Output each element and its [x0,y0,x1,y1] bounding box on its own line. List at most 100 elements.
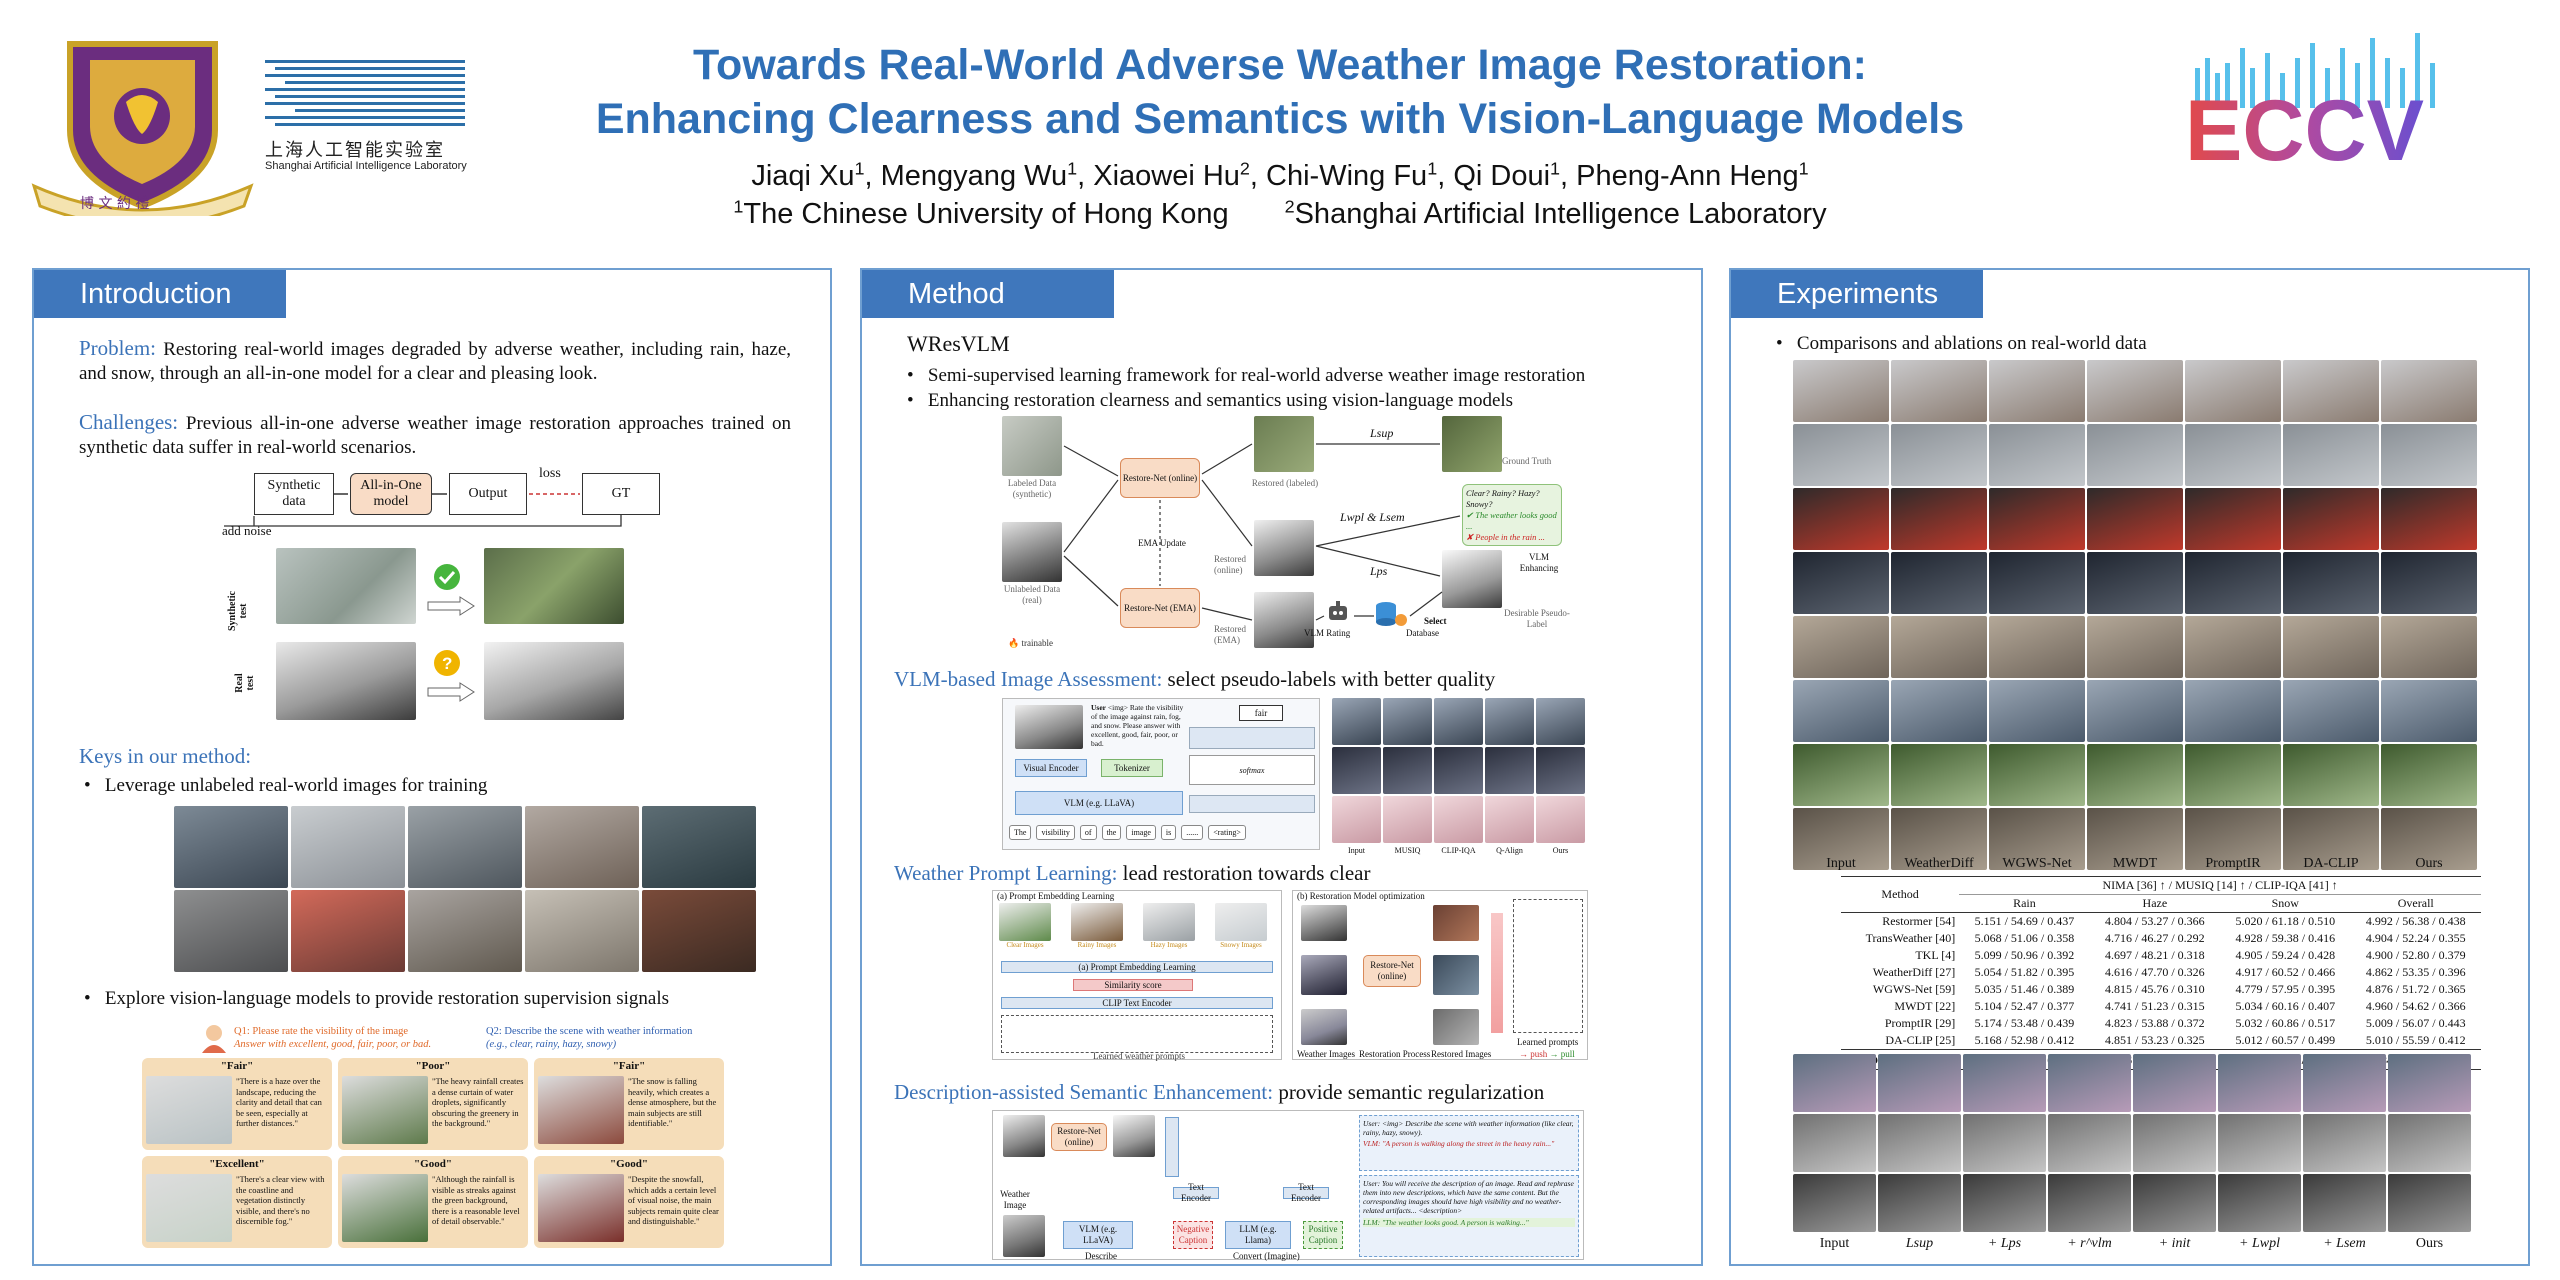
table-cell-method: PromptIR [29] [1884,1016,1956,1030]
assessment-answer: fair [1239,705,1283,721]
token-chip: of [1079,825,1097,840]
restored-labeled-label: Restored (labeled) [1251,478,1319,488]
group-header: Haze [2089,894,2221,913]
challenges-label: Challenges: [79,410,179,434]
ablation-image [2133,1174,2216,1232]
question-icon: ? [434,650,460,676]
comparison-image [2283,744,2379,806]
vlm-rating-card: "Fair""The snow is falling heavily, whic… [534,1058,724,1150]
token-chip: The [1009,825,1032,840]
comparison-image [2087,680,2183,742]
flow-all-in-one-model: All-in-One model [350,473,432,515]
q1-label: Q1: [234,1026,250,1037]
rating-label: "Poor" [415,1060,451,1072]
sec3-text: provide semantic regularization [1278,1080,1545,1104]
flow-synthetic-data: Synthetic data [254,473,334,515]
comparison-image [2381,744,2477,806]
ablation-image [1878,1174,1961,1232]
labeled-image [1002,416,1062,476]
comparison-image [2381,616,2477,678]
sec3-heading: Description-assisted Semantic Enhancemen… [894,1080,1544,1104]
ground-truth-label: Ground Truth [1502,456,1552,466]
rating-card-image [342,1174,428,1242]
eccv-logo: ECCV [2185,33,2435,168]
iqa-column-label: Input [1348,846,1365,855]
iqa-column-label: Q-Align [1496,846,1523,855]
comparison-image [1989,424,2085,486]
comparison-image [1793,680,1889,742]
chat1-user: User: <img> Describe the scene with weat… [1363,1119,1574,1137]
key-example-image [408,890,522,972]
weather-class: Hazy Images [1143,903,1195,949]
author: Mengyang Wu1 [881,159,1077,192]
comparison-image [1793,808,1889,870]
real-input-image [276,642,416,720]
vlm-answer-1-text: The weather looks good ... [1466,510,1557,531]
prompt-embedding-figure: (a) Prompt Embedding Learning Clear Imag… [992,890,1282,1061]
comparison-image [1891,680,1987,742]
comparison-image [2283,424,2379,486]
restored-labeled-image [1254,416,1314,472]
shlab-cn-name: 上海人工智能实验室 [265,140,445,161]
key-example-image [408,806,522,888]
pull-text: pull [1560,1049,1575,1059]
restored-image-2 [1433,955,1479,995]
table-cell-overall: 4.876 / 51.72 / 0.365 [2365,982,2466,996]
method-bullet-1: • Semi-supervised learning framework for… [907,365,1586,386]
comparison-image [1793,616,1889,678]
arrow-right-icon [427,682,475,702]
svg-text:?: ? [442,654,452,673]
token-prob-table [1189,727,1315,749]
key-example-image [174,806,288,888]
ablation-column-label: Ours [2415,1236,2444,1251]
synthetic-input-image [276,548,416,624]
token-chip: visibility [1036,825,1075,840]
table-cell-snow: 5.020 / 61.18 / 0.510 [2235,914,2336,928]
loss-ps-label: Lps [1370,564,1388,578]
author-name: Pheng-Ann Heng [1576,160,1799,192]
chat-box-llm: User: You will receive the description o… [1359,1175,1579,1257]
flow-add-noise-label: add noise [222,523,272,538]
comparison-image [2087,424,2183,486]
table-cell-snow: 4.917 / 60.52 / 0.466 [2235,965,2336,979]
weather-class: Rainy Images [1071,903,1123,949]
table-cell-haze: 4.804 / 53.27 / 0.366 [2105,914,2205,928]
comparison-image [1793,552,1889,614]
visual-encoder-box: Visual Encoder [1015,759,1087,777]
trainable-text: trainable [1021,638,1053,648]
table-cell-overall: 4.862 / 53.35 / 0.396 [2365,965,2466,979]
ablation-column-label: + Lsem [2323,1236,2366,1251]
comparison-image [2185,552,2281,614]
rating-description: "The heavy rainfall creates a dense curt… [432,1076,524,1128]
arrow-right-icon [427,596,475,616]
restored-ema-label: Restored (EMA) [1214,624,1246,645]
vlm-answer-2: ✘ People in the rain ... [1466,532,1545,542]
comparison-image [2381,680,2477,742]
table-cell-method: Restormer [54] [1882,914,1956,928]
comparison-image [2381,808,2477,870]
comparison-image [1989,360,2085,422]
rating-description: "Despite the snowfall, which adds a cert… [628,1174,719,1226]
comparison-image [2185,744,2281,806]
key-example-image [291,890,405,972]
comparison-image [2185,488,2281,550]
rating-card-image [146,1174,232,1242]
comparison-column-label: WGWS-Net [2002,856,2072,871]
chat1-vlm: VLM: "A person is walking along the stre… [1363,1139,1555,1148]
weather-class-label: Snowy Images [1220,941,1262,949]
comparison-column-label: WeatherDiff [1904,856,1974,871]
table-cell-method: WGWS-Net [59] [1872,982,1956,996]
comparison-image [1793,424,1889,486]
iqa-image [1485,796,1534,843]
affiliation: 1The Chinese University of Hong Kong [733,197,1228,230]
q1-text: Please rate the visibility of the image [252,1026,409,1037]
comparison-image [1989,744,2085,806]
method-bullet-2: • Enhancing restoration clearness and se… [907,390,1514,411]
rating-description: "There is a haze over the landscape, red… [236,1076,322,1128]
comparison-column-label: PromptIR [2205,856,2261,871]
ground-truth-image [1442,416,1502,472]
